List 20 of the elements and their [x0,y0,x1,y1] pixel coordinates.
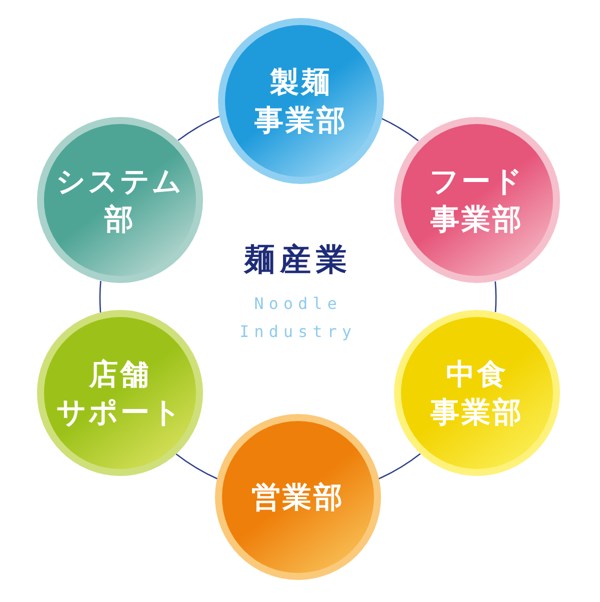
department-label: フード事業部 [428,163,526,238]
ring-connector [494,281,497,312]
department-circle [215,15,387,187]
department-circle [391,114,563,286]
title: 麺産業 [242,241,353,280]
department-circle [34,307,206,479]
department-label: 製麺事業部 [254,64,348,139]
department-circle [34,114,206,286]
ring-connector [378,453,421,480]
department-label: 中食事業部 [430,356,524,431]
department-label: 営業部 [250,479,346,516]
department-circle [212,411,384,583]
ring-connector [176,453,218,480]
ring-connector [99,280,102,313]
subtitle: Noodle Industry [238,293,358,343]
department-label: システム部 [55,163,185,238]
department-circle [391,307,563,479]
department-label: 店舗サポート [56,356,184,431]
ring-connector [380,118,419,142]
ring-connector [178,115,221,141]
